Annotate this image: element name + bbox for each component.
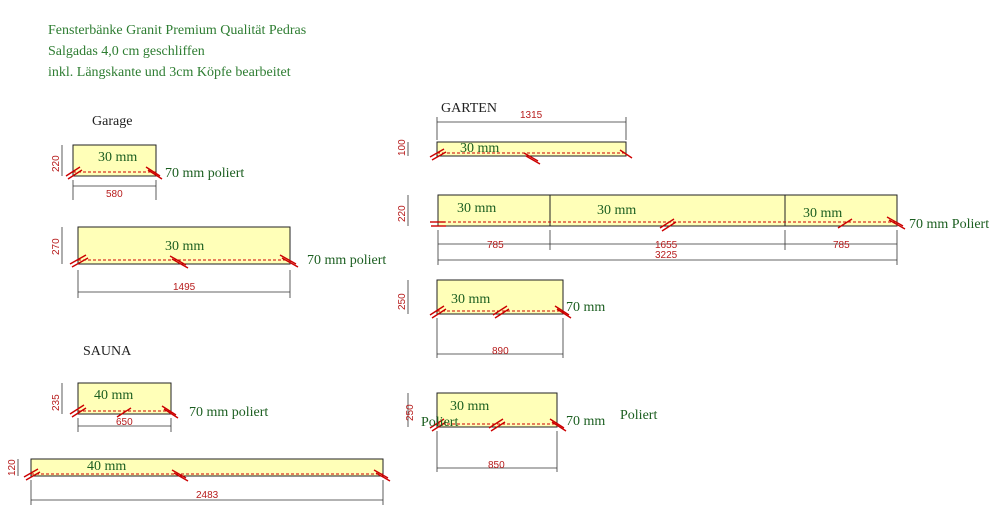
segment-thickness-b: 30 mm [597,203,636,218]
edge-note-label: 70 mm poliert [307,253,386,268]
height-dimension: 100 [397,139,408,156]
height-dimension: 235 [51,394,62,411]
width-dimension: 1315 [520,110,543,121]
height-dimension: 220 [51,155,62,172]
edge-note-label: 70 mm [566,300,605,315]
garage-slab-1: 30 mm 70 mm poliert 580 220 [51,144,244,200]
header-line-3: inkl. Längskante und 3cm Köpfe bearbeite… [48,65,291,80]
slab-thickness-label: 30 mm [460,141,499,156]
height-dimension: 120 [7,459,18,476]
slab-thickness-label: 30 mm [165,239,204,254]
left-edge-note-label: Poliert [421,415,458,430]
edge-note-label: 70 mm [566,414,605,429]
section-title-sauna: SAUNA [83,344,132,359]
header-line-1: Fensterbänke Granit Premium Qualität Ped… [48,23,307,38]
segment-thickness-a: 30 mm [457,201,496,216]
height-dimension: 220 [397,205,408,222]
height-dimension: 250 [405,404,416,421]
slab-rect [77,382,172,415]
slab-thickness-label: 40 mm [87,459,126,474]
width-dimension: 890 [492,346,509,357]
sauna-slab-1: 40 mm 70 mm poliert 650 235 [51,382,268,432]
width-dimension: 2483 [196,490,219,501]
width-dimension: 650 [116,417,133,428]
width-dimension: 850 [488,460,505,471]
total-width-dimension: 3225 [655,250,678,261]
garten-slab-3: 30 mm 70 mm 890 250 [397,279,605,358]
section-title-garage: Garage [92,114,132,129]
height-dimension: 250 [397,293,408,310]
garage-slab-2: 30 mm 70 mm poliert 1495 270 [51,226,386,298]
width-dimension-c: 785 [833,240,850,251]
edge-note-label-2: Poliert [620,408,657,423]
slab-rect [436,392,558,428]
sauna-slab-2: 40 mm 2483 120 [7,458,391,505]
width-dimension-a: 785 [487,240,504,251]
width-dimension: 580 [106,189,123,200]
garten-slab-4: 30 mm Poliert 70 mm Poliert 850 250 [405,392,657,472]
slab-rect [437,194,898,227]
slab-rect [72,144,157,177]
slab-thickness-label: 40 mm [94,388,133,403]
edge-note-label: 70 mm Poliert [909,217,989,232]
slab-thickness-label: 30 mm [98,150,137,165]
garten-slab-1: 30 mm 1315 100 [397,110,633,165]
width-dimension: 1495 [173,282,196,293]
slab-rect [30,458,384,477]
section-title-garten: GARTEN [441,101,497,116]
slab-thickness-label: 30 mm [451,292,490,307]
edge-note-label: 70 mm poliert [189,405,268,420]
edge-note-label: 70 mm poliert [165,166,244,181]
garten-slab-2: 30 mm 30 mm 30 mm 70 mm Poliert 785 1655… [397,194,989,265]
header-line-2: Salgadas 4,0 cm geschliffen [48,44,205,59]
segment-thickness-c: 30 mm [803,206,842,221]
slab-thickness-label: 30 mm [450,399,489,414]
height-dimension: 270 [51,238,62,255]
width-dimension-b: 1655 [655,240,678,251]
